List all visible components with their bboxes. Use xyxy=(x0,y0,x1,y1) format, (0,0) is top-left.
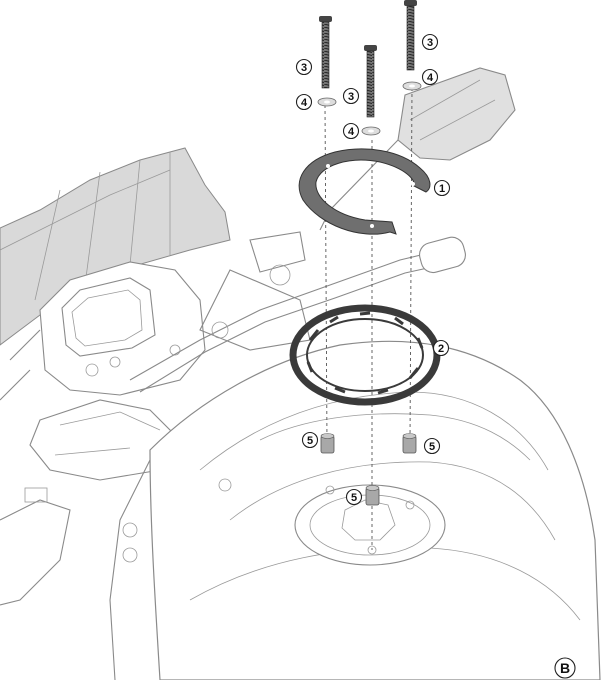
svg-text:B: B xyxy=(560,660,570,676)
svg-text:4: 4 xyxy=(427,72,434,84)
tank-ring-icon xyxy=(289,304,441,406)
handlebar xyxy=(0,231,466,606)
svg-text:5: 5 xyxy=(307,435,313,447)
screw-icon xyxy=(319,16,332,89)
screw-icon xyxy=(404,0,417,71)
fuel-tank xyxy=(109,340,601,680)
figure-label: B xyxy=(554,657,576,679)
svg-text:5: 5 xyxy=(351,492,357,504)
svg-text:2: 2 xyxy=(438,343,444,355)
callout-5: 5 xyxy=(345,488,363,506)
callout-2: 2 xyxy=(432,339,450,357)
instrument-cluster xyxy=(0,261,206,401)
spacer-icon xyxy=(320,433,335,454)
svg-text:5: 5 xyxy=(429,441,435,453)
callout-5: 5 xyxy=(301,431,319,449)
svg-text:3: 3 xyxy=(427,37,433,49)
svg-text:4: 4 xyxy=(348,126,355,138)
callout-3: 3 xyxy=(295,58,313,76)
screw-icon xyxy=(364,45,377,118)
svg-text:1: 1 xyxy=(439,183,445,195)
callout-3: 3 xyxy=(342,87,360,105)
callout-5: 5 xyxy=(423,437,441,455)
svg-text:4: 4 xyxy=(301,97,308,109)
flange-ring-icon xyxy=(298,148,431,235)
svg-text:3: 3 xyxy=(348,91,354,103)
callout-4: 4 xyxy=(295,93,313,111)
callout-1: 1 xyxy=(433,179,451,197)
spacer-icon xyxy=(402,433,417,454)
callout-4: 4 xyxy=(421,68,439,86)
washer-icon xyxy=(402,81,422,91)
washer-icon xyxy=(317,97,337,107)
callout-4: 4 xyxy=(342,122,360,140)
washer-icon xyxy=(361,126,381,136)
spacer-icon xyxy=(365,485,380,506)
svg-text:3: 3 xyxy=(301,62,307,74)
callout-3: 3 xyxy=(421,33,439,51)
